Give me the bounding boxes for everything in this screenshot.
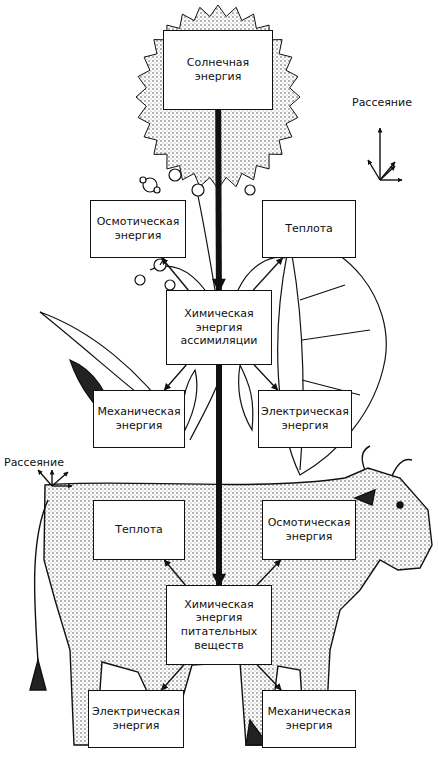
plant-drawing [40,169,386,475]
energy-arrow [164,560,185,585]
scatter-label: Рассеяние [352,96,412,109]
energy-box: Механическая энергия [262,690,356,748]
box-text: Солнечная энергия [166,56,270,84]
energy-box: Солнечная энергия [163,30,273,110]
box-text: Осмотическая энергия [93,215,183,243]
energy-box: Осмотическая энергия [262,500,356,560]
box-text: Осмотическая энергия [265,516,353,544]
energy-box: Электрическая энергия [258,390,352,448]
box-text: Теплота [115,523,163,537]
box-text: Механическая энергия [265,705,353,733]
energy-box: Электрическая энергия [88,690,184,748]
box-text: Электрическая энергия [91,705,181,733]
energy-arrow [254,365,278,390]
energy-arrow [164,365,186,390]
energy-arrow [253,258,282,290]
main-flow-arrow [215,110,222,290]
energy-arrow [162,665,184,690]
energy-box: Химическая энергия ассимиляции [166,290,272,365]
energy-box: Химическая энергия питательных веществ [166,585,272,665]
box-text: Электрическая энергия [261,405,349,433]
scatter-label: Рассеяние [4,456,64,469]
main-flow-arrow [216,365,222,585]
box-text: Механическая энергия [96,405,182,433]
energy-box: Теплота [262,200,356,258]
energy-box: Теплота [93,500,185,560]
energy-arrow [257,560,281,585]
energy-box: Механическая энергия [93,390,185,448]
box-text: Химическая энергия питательных веществ [169,598,269,653]
energy-box: Осмотическая энергия [90,200,186,258]
energy-arrow [162,258,188,290]
box-text: Теплота [285,222,333,236]
energy-arrow [257,665,281,690]
box-text: Химическая энергия ассимиляции [169,307,269,348]
